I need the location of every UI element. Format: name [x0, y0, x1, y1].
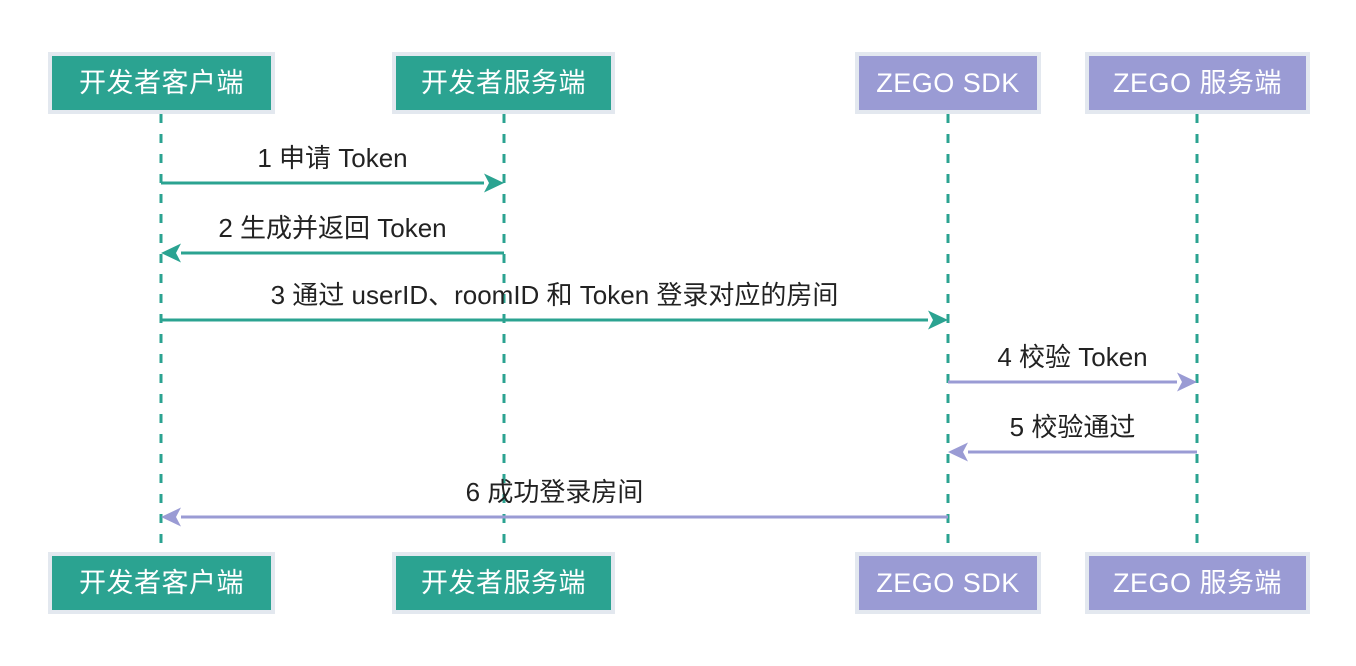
- participant-label: 开发者服务端: [421, 567, 586, 598]
- participant-bottom-zego-server: ZEGO 服务端: [1085, 552, 1310, 614]
- message-arrow-4: [948, 372, 1197, 392]
- message-label-4: 4 校验 Token: [997, 342, 1148, 372]
- arrowhead-5: [948, 442, 968, 462]
- participant-top-dev-server: 开发者服务端: [392, 52, 615, 114]
- participant-label: ZEGO SDK: [876, 567, 1020, 598]
- participant-label: ZEGO SDK: [876, 67, 1020, 98]
- participant-bottom-dev-client: 开发者客户端: [48, 552, 275, 614]
- arrowhead-3: [928, 310, 948, 330]
- arrowhead-2: [161, 243, 181, 263]
- arrowhead-6: [161, 507, 181, 527]
- message-label-2: 2 生成并返回 Token: [218, 213, 447, 243]
- message-label-5: 5 校验通过: [1009, 412, 1136, 442]
- message-label-1: 1 申请 Token: [257, 143, 408, 173]
- message-arrow-6: [161, 507, 948, 527]
- participant-top-zego-server: ZEGO 服务端: [1085, 52, 1310, 114]
- message-arrow-1: [161, 173, 504, 193]
- message-arrow-5: [948, 442, 1197, 462]
- participant-label: 开发者客户端: [79, 567, 244, 598]
- message-label-3: 3 通过 userID、roomID 和 Token 登录对应的房间: [270, 280, 839, 310]
- arrowhead-1: [484, 173, 504, 193]
- message-arrow-2: [161, 243, 504, 263]
- participant-label: 开发者服务端: [421, 67, 586, 98]
- participant-label: ZEGO 服务端: [1112, 567, 1282, 598]
- participant-bottom-zego-sdk: ZEGO SDK: [855, 552, 1041, 614]
- participant-label: ZEGO 服务端: [1112, 67, 1282, 98]
- message-arrow-3: [161, 310, 948, 330]
- participant-top-dev-client: 开发者客户端: [48, 52, 275, 114]
- arrowhead-4: [1177, 372, 1197, 392]
- participant-top-zego-sdk: ZEGO SDK: [855, 52, 1041, 114]
- participant-bottom-dev-server: 开发者服务端: [392, 552, 615, 614]
- message-label-6: 6 成功登录房间: [465, 477, 644, 507]
- participant-label: 开发者客户端: [79, 67, 244, 98]
